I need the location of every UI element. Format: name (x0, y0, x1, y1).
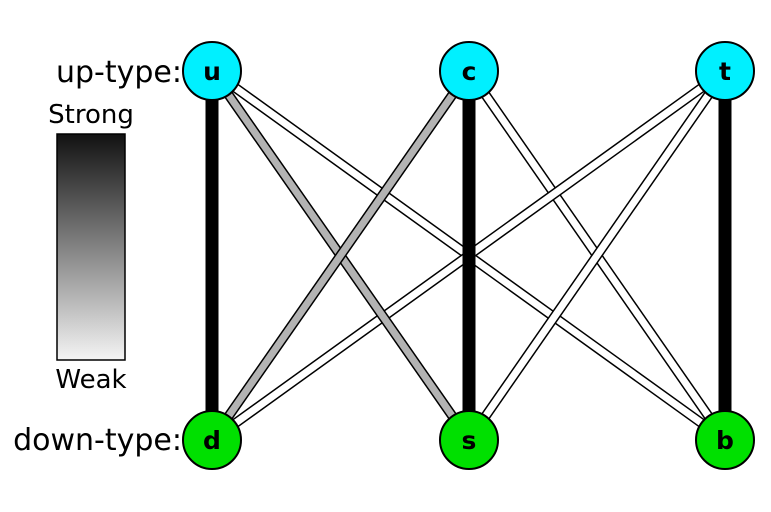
quark-node-c: c (439, 41, 499, 101)
quark-circle (439, 41, 499, 101)
coupling-line-fill (209, 68, 472, 443)
quark-node-u: u (182, 41, 242, 101)
legend-gradient-bar (56, 133, 126, 361)
quark-node-t: t (695, 41, 755, 101)
legend-strong-label: Strong (48, 100, 134, 130)
quark-node-d: d (182, 410, 242, 470)
quark-circle (182, 41, 242, 101)
quark-label-c: c (462, 57, 477, 86)
legend-weak-label: Weak (55, 365, 126, 395)
quark-node-s: s (439, 410, 499, 470)
quark-nodes: u c t d s b (182, 41, 755, 470)
quark-label-s: s (462, 426, 477, 455)
quark-circle (695, 410, 755, 470)
quark-circle (695, 41, 755, 101)
quark-label-t: t (719, 57, 731, 86)
coupling-t-s (464, 68, 730, 443)
strength-legend: Strong Weak (48, 100, 134, 395)
quark-circle (182, 410, 242, 470)
quark-circle (439, 410, 499, 470)
coupling-line-fill (466, 69, 728, 442)
quark-label-b: b (716, 426, 734, 455)
coupling-lines (205, 66, 732, 445)
quark-label-u: u (203, 57, 221, 86)
down-type-label: down-type: (13, 423, 182, 458)
coupling-c-d (207, 68, 474, 443)
up-type-label: up-type: (56, 55, 182, 90)
quark-node-b: b (695, 410, 755, 470)
quark-label-d: d (203, 426, 221, 455)
